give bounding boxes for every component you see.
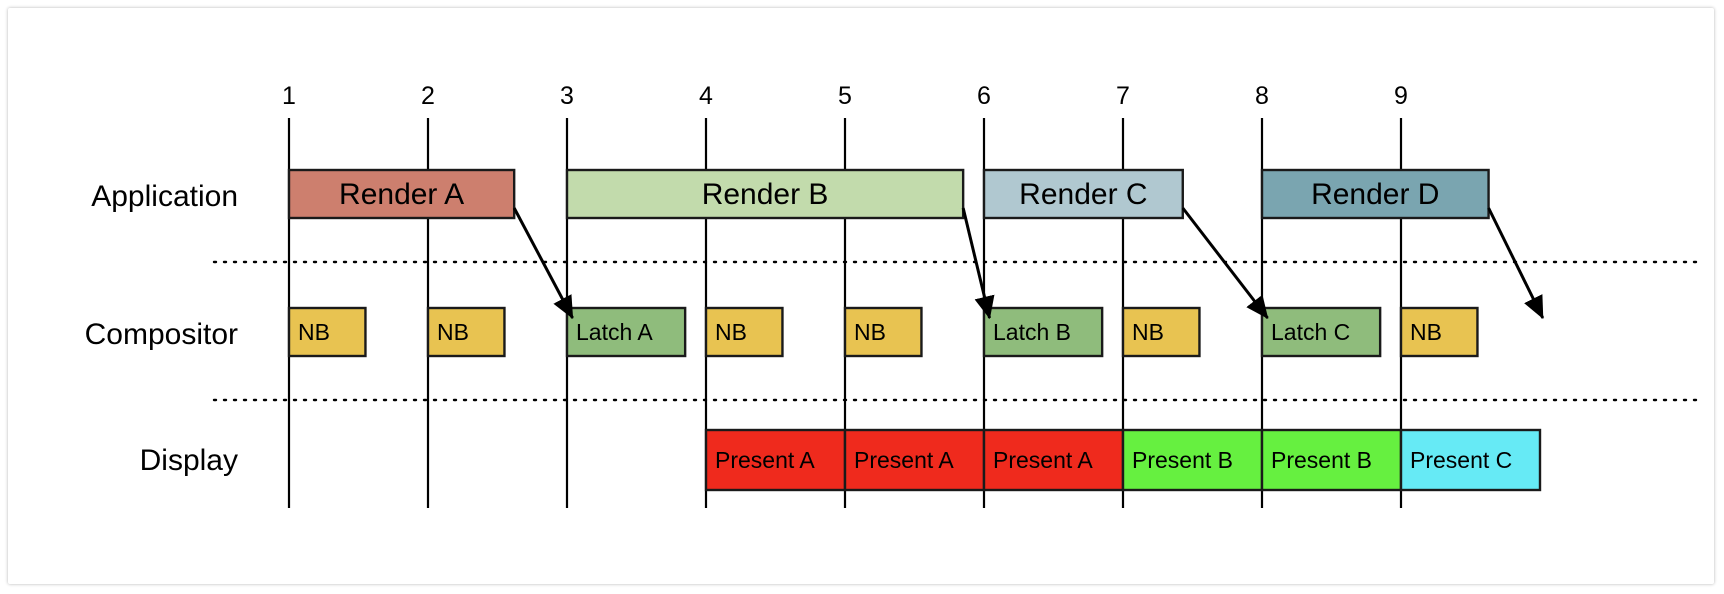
display-block-label-3: Present B: [1132, 447, 1233, 473]
render-d-to-offscreen: [1487, 207, 1545, 320]
render-c-to-latch-c: [1181, 207, 1269, 319]
application-block-3: Render D: [1260, 168, 1490, 220]
application-block-0: Render A: [287, 168, 516, 220]
application-block-label-0: Render A: [339, 178, 464, 211]
compositor-block-label-5: Latch B: [993, 319, 1071, 345]
application-block-label-2: Render C: [1019, 178, 1147, 211]
display-row-blocks: Present A Present A Present A Present B Pres…: [704, 428, 1542, 492]
compositor-block-0: NB: [287, 306, 367, 358]
display-block-label-5: Present C: [1410, 447, 1512, 473]
tick-label-5: 5: [838, 82, 852, 110]
compositor-block-rect-7: [1260, 306, 1382, 358]
render-b-to-latch-b: [961, 207, 995, 320]
tick-label-3: 3: [560, 82, 574, 110]
compositor-block-rect-3: [704, 306, 784, 358]
application-block-label-1: Render B: [702, 178, 829, 211]
compositor-row-blocks: NB NB Latch A NB NB Latch B NB Latch C NB: [287, 306, 1479, 358]
compositor-block-8: NB: [1399, 306, 1479, 358]
compositor-block-label-0: NB: [298, 319, 330, 345]
display-block-rect-0: [704, 428, 847, 492]
tick-label-4: 4: [699, 82, 713, 110]
tick-label-6: 6: [977, 82, 991, 110]
compositor-block-label-6: NB: [1132, 319, 1164, 345]
application-block-2: Render C: [982, 168, 1184, 220]
compositor-block-3: NB: [704, 306, 784, 358]
compositor-block-2: Latch A: [565, 306, 687, 358]
display-block-4: Present B: [1260, 428, 1403, 492]
tick-label-8: 8: [1255, 82, 1269, 110]
display-block-2: Present A: [982, 428, 1125, 492]
compositor-block-label-2: Latch A: [576, 319, 653, 345]
compositor-block-rect-6: [1121, 306, 1201, 358]
display-block-5: Present C: [1399, 428, 1542, 492]
tick-label-2: 2: [421, 82, 435, 110]
application-block-rect-0: [287, 168, 516, 220]
compositor-block-label-3: NB: [715, 319, 747, 345]
application-row-blocks: Render A Render B Render C Render D: [287, 168, 1490, 220]
compositor-block-rect-0: [287, 306, 367, 358]
compositor-block-label-8: NB: [1410, 319, 1442, 345]
application-block-1: Render B: [565, 168, 965, 220]
compositor-block-rect-4: [843, 306, 923, 358]
compositor-block-label-4: NB: [854, 319, 886, 345]
compositor-block-5: Latch B: [982, 306, 1104, 358]
application-block-rect-2: [982, 168, 1184, 220]
compositor-block-label-7: Latch C: [1271, 319, 1350, 345]
compositor-block-4: NB: [843, 306, 923, 358]
row-label-display: Display: [140, 444, 238, 477]
application-block-label-3: Render D: [1311, 178, 1439, 211]
handoff-arrows: [512, 207, 1545, 320]
display-block-rect-3: [1121, 428, 1264, 492]
tick-label-7: 7: [1116, 82, 1130, 110]
compositor-block-rect-2: [565, 306, 687, 358]
tick-label-9: 9: [1394, 82, 1408, 110]
tick-label-1: 1: [282, 82, 296, 110]
compositor-block-rect-1: [426, 306, 506, 358]
compositor-block-7: Latch C: [1260, 306, 1382, 358]
tick-labels: 1 2 3 4 5 6 7 8 9: [282, 82, 1408, 110]
render-a-to-latch-a: [512, 207, 574, 320]
display-block-label-2: Present A: [993, 447, 1093, 473]
compositor-block-label-1: NB: [437, 319, 469, 345]
display-block-1: Present A: [843, 428, 986, 492]
compositor-block-6: NB: [1121, 306, 1201, 358]
display-block-rect-1: [843, 428, 986, 492]
display-block-rect-5: [1399, 428, 1542, 492]
compositor-block-rect-8: [1399, 306, 1479, 358]
compositor-block-1: NB: [426, 306, 506, 358]
application-block-rect-1: [565, 168, 965, 220]
display-block-3: Present B: [1121, 428, 1264, 492]
display-block-label-0: Present A: [715, 447, 815, 473]
display-block-label-4: Present B: [1271, 447, 1372, 473]
row-separators: [212, 260, 1702, 402]
display-block-label-1: Present A: [854, 447, 954, 473]
compositor-block-rect-5: [982, 306, 1104, 358]
display-block-0: Present A: [704, 428, 847, 492]
application-block-rect-3: [1260, 168, 1490, 220]
row-label-compositor: Compositor: [85, 318, 238, 351]
row-label-application: Application: [91, 180, 238, 213]
